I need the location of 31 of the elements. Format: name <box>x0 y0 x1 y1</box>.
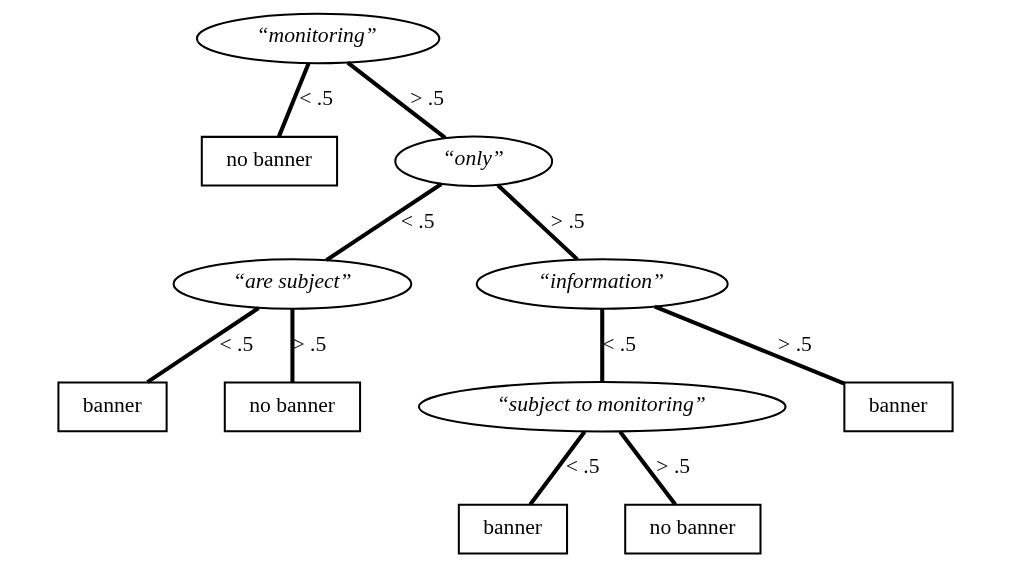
edge-label: < .5 <box>400 208 435 233</box>
node-box: banner <box>457 503 569 555</box>
connector <box>290 309 295 383</box>
connector <box>277 62 311 138</box>
edge-label: < .5 <box>565 454 600 479</box>
connector <box>146 306 260 384</box>
edge-label: < .5 <box>602 331 637 356</box>
edge-label: > .5 <box>410 85 444 110</box>
connector <box>528 430 587 506</box>
node-ellipse: “subject to monitoring” <box>417 381 787 433</box>
node-ellipse: “information” <box>475 258 729 310</box>
edge-label: < .5 <box>299 85 334 110</box>
edge-label: > .5 <box>778 331 812 356</box>
node-box: no banner <box>624 503 762 555</box>
node-box: no banner <box>223 381 362 433</box>
node-ellipse: “only” <box>394 135 554 187</box>
edge-label: > .5 <box>550 208 585 233</box>
edge-label: > .5 <box>656 454 691 479</box>
node-box: banner <box>843 381 954 433</box>
node-ellipse: “monitoring” <box>195 12 441 65</box>
connector <box>600 309 605 382</box>
connector <box>346 61 447 140</box>
connector <box>618 430 677 506</box>
edge-label: < .5 <box>219 331 254 356</box>
node-ellipse: “are subject” <box>172 258 413 310</box>
connector <box>496 183 579 261</box>
connector <box>325 182 443 262</box>
node-box: no banner <box>200 135 339 187</box>
connector <box>654 304 846 386</box>
node-box: banner <box>57 381 168 433</box>
edge-label: > .5 <box>292 331 327 356</box>
